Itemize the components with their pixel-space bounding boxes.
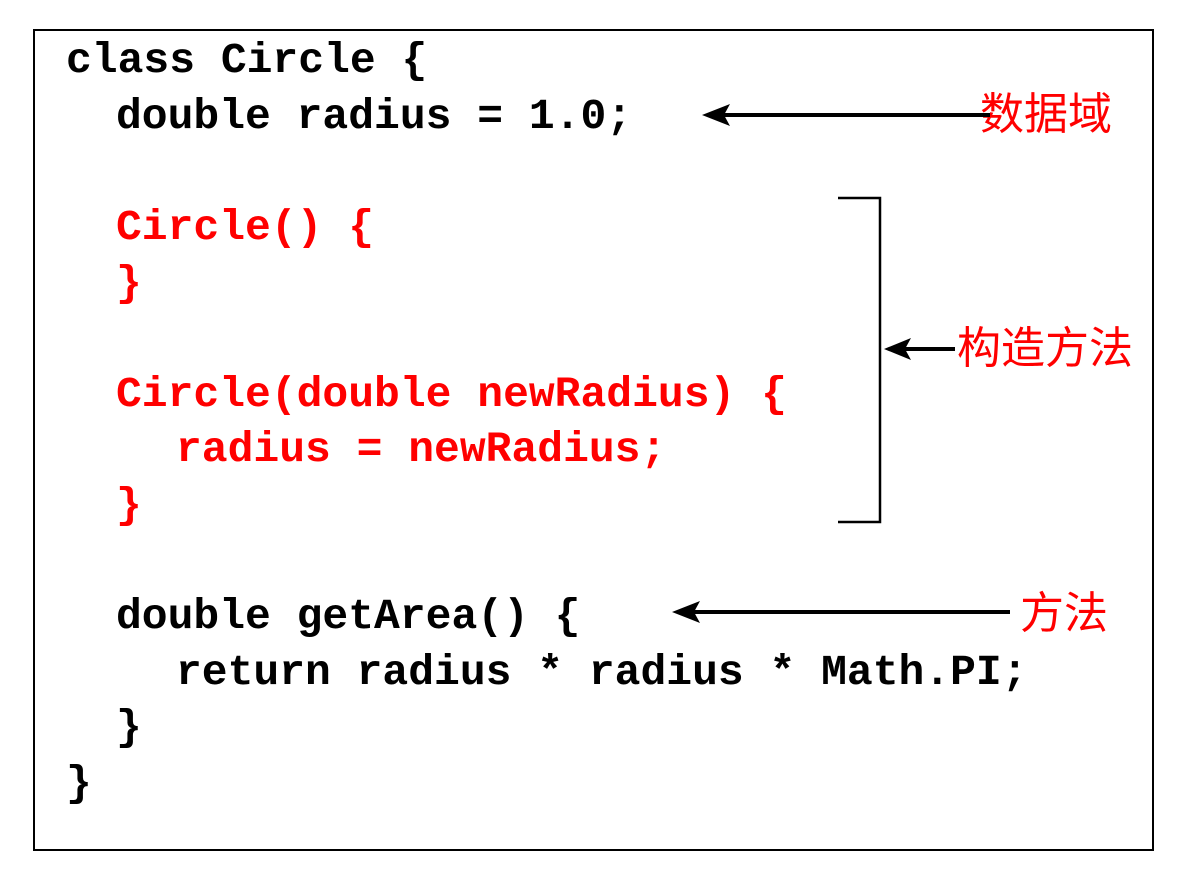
code-line-class-close: } — [66, 759, 92, 808]
constructor-arrow — [884, 338, 955, 360]
code-line-return: return radius * radius * Math.PI; — [176, 648, 1028, 697]
code-line-class-decl: class Circle { — [66, 36, 428, 85]
code-line-default-constructor-close: } — [116, 259, 142, 308]
data-field-arrow — [702, 104, 990, 126]
label-method: 方法 — [1020, 588, 1108, 639]
code-line-radius-field: double radius = 1.0; — [116, 92, 633, 141]
code-line-get-area: double getArea() { — [116, 592, 581, 641]
code-line-get-area-close: } — [116, 703, 142, 752]
code-line-assignment: radius = newRadius; — [176, 425, 667, 474]
code-frame — [33, 29, 1154, 851]
label-constructors: 构造方法 — [957, 323, 1133, 374]
label-data-field: 数据域 — [980, 89, 1112, 140]
code-line-default-constructor: Circle() { — [116, 203, 375, 252]
code-line-param-constructor: Circle(double newRadius) { — [116, 370, 787, 419]
method-arrow — [672, 601, 1010, 623]
constructor-bracket — [838, 196, 882, 524]
code-line-param-constructor-close: } — [116, 481, 142, 530]
